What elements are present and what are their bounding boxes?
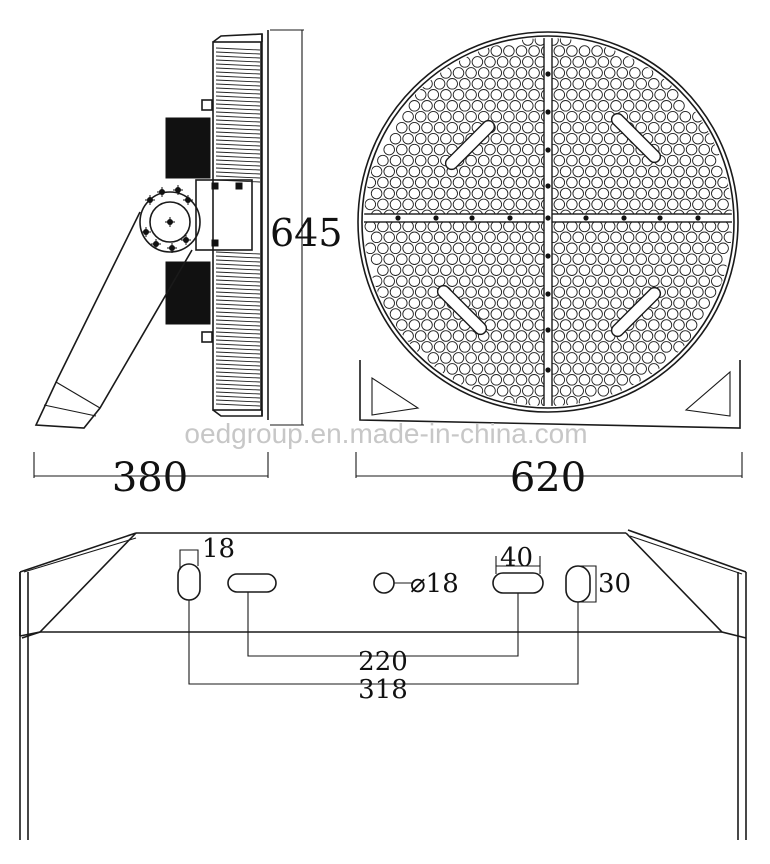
pivot-hub xyxy=(139,191,201,253)
left-vertical-slot xyxy=(177,549,201,601)
vertical-slot-right xyxy=(565,565,597,603)
driver-box-bottom xyxy=(165,261,211,325)
height-dimension xyxy=(270,29,304,426)
width-dimension xyxy=(355,452,743,478)
vertical-divider xyxy=(543,38,553,406)
slot-width-dimension-label: 40 xyxy=(500,543,533,573)
slot-height-dimension-label: 30 xyxy=(598,569,631,599)
horizontal-slot-left xyxy=(227,573,277,593)
round-hole-dimension-label: ⌀18 xyxy=(410,569,459,599)
bracket-right-leg xyxy=(627,529,747,840)
driver-box-top xyxy=(165,117,211,179)
depth-dimension-label: 380 xyxy=(112,455,188,501)
depth-dimension xyxy=(33,452,269,478)
width-dimension-label: 620 xyxy=(510,455,586,501)
height-dimension-label: 645 xyxy=(270,211,343,255)
inner-span-dimension xyxy=(247,592,519,657)
left-slot-dimension-label: 18 xyxy=(202,534,235,564)
quadrant-slots xyxy=(436,112,662,338)
mounting-arm xyxy=(34,211,193,429)
side-view: 645 380 xyxy=(33,29,343,501)
watermark: oedgroup.en.made-in-china.com xyxy=(184,418,587,449)
front-bracket xyxy=(359,360,741,429)
inner-span-dimension-label: 220 xyxy=(358,647,408,677)
bracket-view: 18 ⌀18 40 30 220 318 xyxy=(19,529,747,840)
lamp-housing xyxy=(357,31,739,413)
mounting-plate xyxy=(195,179,253,251)
front-view: 620 xyxy=(355,31,743,501)
heatsink-fins xyxy=(212,33,263,417)
outer-span-dimension-label: 318 xyxy=(358,675,408,705)
bracket-left-leg xyxy=(19,532,137,840)
round-hole xyxy=(373,572,395,594)
outer-span-dimension xyxy=(188,600,579,685)
